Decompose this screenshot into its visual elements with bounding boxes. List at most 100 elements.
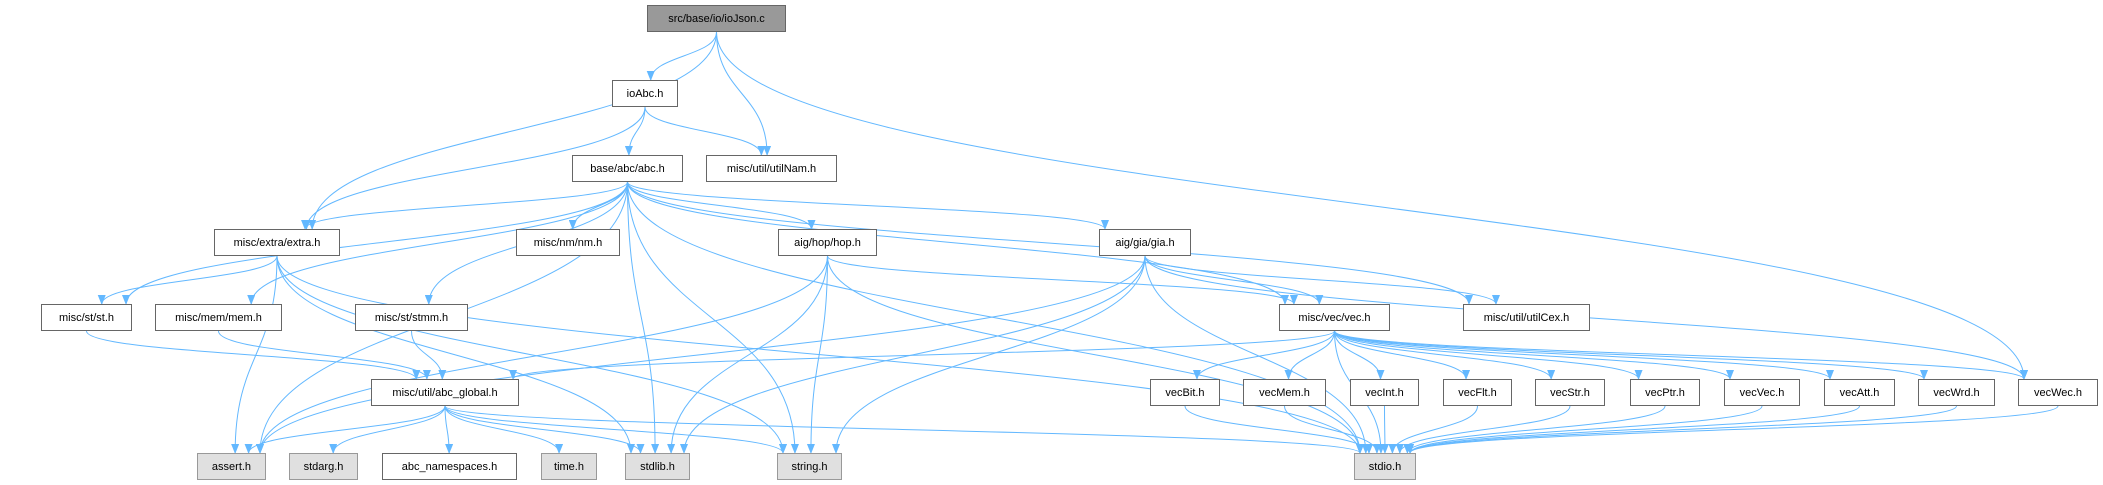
- edge-ioJson-to-utilNam: [716, 31, 772, 156]
- edge-vec-to-vecWec: [1334, 330, 2028, 380]
- edge-ioAbc-to-abc: [624, 106, 646, 156]
- node-vecWrd[interactable]: vecWrd.h: [1918, 379, 1995, 406]
- node-label: vecWec.h: [2033, 386, 2083, 399]
- node-vecInt[interactable]: vecInt.h: [1350, 379, 1419, 406]
- edge-hop-to-stdio: [827, 255, 1364, 454]
- edge-vec-to-vecStr: [1334, 330, 1556, 380]
- node-label: src/base/io/ioJson.c: [668, 12, 765, 25]
- node-vecVec[interactable]: vecVec.h: [1724, 379, 1800, 406]
- edge-extra-to-stdlib: [276, 255, 635, 454]
- edge-hop-to-string: [806, 255, 828, 454]
- edge-vec-to-vecVec: [1334, 330, 1734, 380]
- node-gia[interactable]: aig/gia/gia.h: [1099, 229, 1191, 256]
- edge-vec-to-vecInt: [1334, 330, 1385, 380]
- edge-st-to-abc_global: [86, 330, 421, 380]
- node-ioJson[interactable]: src/base/io/ioJson.c: [647, 5, 786, 32]
- node-label: time.h: [554, 460, 584, 473]
- node-abc[interactable]: base/abc/abc.h: [572, 155, 683, 182]
- node-label: abc_namespaces.h: [401, 460, 498, 473]
- node-time[interactable]: time.h: [541, 453, 597, 480]
- edge-vecBit-to-stdio: [1184, 405, 1373, 454]
- node-st[interactable]: misc/st/st.h: [41, 304, 132, 331]
- edge-gia-to-utilCex: [1144, 255, 1500, 305]
- node-utilNam[interactable]: misc/util/utilNam.h: [706, 155, 837, 182]
- node-label: stdlib.h: [640, 460, 675, 473]
- edge-vecPtr-to-stdio: [1403, 405, 1666, 454]
- node-ioAbc[interactable]: ioAbc.h: [612, 80, 678, 107]
- node-stdlib[interactable]: stdlib.h: [625, 453, 690, 480]
- edge-vec-to-vecFlt: [1334, 330, 1471, 380]
- node-label: string.h: [791, 460, 828, 473]
- node-stdarg[interactable]: stdarg.h: [289, 453, 358, 480]
- edge-ioAbc-to-utilNam: [644, 106, 766, 156]
- edge-vec-to-vecWrd: [1334, 330, 1928, 380]
- node-label: vecFlt.h: [1458, 386, 1497, 399]
- edge-gia-to-vec: [1144, 255, 1324, 305]
- node-vecStr[interactable]: vecStr.h: [1535, 379, 1605, 406]
- node-stmm[interactable]: misc/st/stmm.h: [355, 304, 468, 331]
- node-abc-namespaces[interactable]: abc_namespaces.h: [382, 453, 517, 480]
- node-assert[interactable]: assert.h: [197, 453, 266, 480]
- node-label: misc/nm/nm.h: [533, 236, 603, 249]
- node-label: aig/hop/hop.h: [794, 236, 861, 249]
- edge-stmm-to-abc_global: [411, 330, 447, 380]
- node-vecMem[interactable]: vecMem.h: [1243, 379, 1326, 406]
- edge-ioJson-to-extra: [308, 31, 717, 230]
- edge-abc-to-stdlib: [627, 181, 660, 454]
- edge-abc-to-st: [122, 181, 628, 305]
- edge-abc-to-gia: [627, 181, 1109, 230]
- node-label: vecWrd.h: [1933, 386, 1980, 399]
- node-utilCex[interactable]: misc/util/utilCex.h: [1463, 304, 1590, 331]
- node-label: misc/util/utilNam.h: [726, 162, 817, 175]
- node-stdio[interactable]: stdio.h: [1354, 453, 1416, 480]
- node-extra[interactable]: misc/extra/extra.h: [214, 229, 340, 256]
- node-label: assert.h: [211, 460, 252, 473]
- node-vec[interactable]: misc/vec/vec.h: [1279, 304, 1390, 331]
- edge-vec-to-vecPtr: [1334, 330, 1643, 380]
- edge-abc_global-to-stdlib: [444, 405, 645, 454]
- node-mem[interactable]: misc/mem/mem.h: [155, 304, 282, 331]
- edge-vec-to-vecAtt: [1334, 330, 1834, 380]
- edge-extra-to-assert: [231, 255, 278, 454]
- node-vecFlt[interactable]: vecFlt.h: [1443, 379, 1512, 406]
- edge-abc_global-to-assert: [244, 405, 446, 454]
- node-label: misc/extra/extra.h: [233, 236, 321, 249]
- edge-abc_global-to-stdarg: [329, 405, 446, 454]
- edge-gia-to-stdio: [1144, 255, 1370, 454]
- edge-abc-to-nm: [568, 181, 628, 230]
- edge-abc-to-hop: [627, 181, 816, 230]
- node-label: vecBit.h: [1165, 386, 1205, 399]
- node-nm[interactable]: misc/nm/nm.h: [516, 229, 620, 256]
- node-vecBit[interactable]: vecBit.h: [1150, 379, 1220, 406]
- edge-hop-to-assert: [256, 255, 828, 454]
- node-vecAtt[interactable]: vecAtt.h: [1824, 379, 1895, 406]
- edge-extra-to-stdio: [276, 255, 1364, 454]
- edge-vecMem-to-stdio: [1284, 405, 1381, 454]
- node-vecPtr[interactable]: vecPtr.h: [1630, 379, 1700, 406]
- node-vecWec[interactable]: vecWec.h: [2018, 379, 2098, 406]
- edge-abc-to-utilCex: [627, 181, 1473, 305]
- node-abc-global[interactable]: misc/util/abc_global.h: [371, 379, 519, 406]
- node-label: stdarg.h: [303, 460, 344, 473]
- node-label: misc/st/stmm.h: [374, 311, 449, 324]
- edge-vecFlt-to-stdio: [1388, 405, 1478, 454]
- edge-abc-to-string: [627, 181, 799, 454]
- node-label: vecInt.h: [1365, 386, 1404, 399]
- edge-vecAtt-to-stdio: [1406, 405, 1860, 454]
- edge-abc-to-extra: [301, 181, 628, 230]
- node-label: ioAbc.h: [626, 87, 664, 100]
- edge-abc_global-to-stdio: [444, 405, 1364, 454]
- edge-abc-to-stdio: [627, 181, 1364, 454]
- edge-vec-to-abc_global: [509, 330, 1335, 380]
- edge-vecWec-to-stdio: [1406, 405, 2059, 454]
- node-string[interactable]: string.h: [777, 453, 842, 480]
- node-label: misc/util/utilCex.h: [1483, 311, 1570, 324]
- edge-gia-to-assert: [256, 255, 1146, 454]
- node-label: vecVec.h: [1739, 386, 1785, 399]
- node-label: vecMem.h: [1259, 386, 1310, 399]
- node-label: base/abc/abc.h: [590, 162, 665, 175]
- edge-extra-to-string: [276, 255, 787, 454]
- node-hop[interactable]: aig/hop/hop.h: [778, 229, 877, 256]
- node-label: misc/util/abc_global.h: [392, 386, 498, 399]
